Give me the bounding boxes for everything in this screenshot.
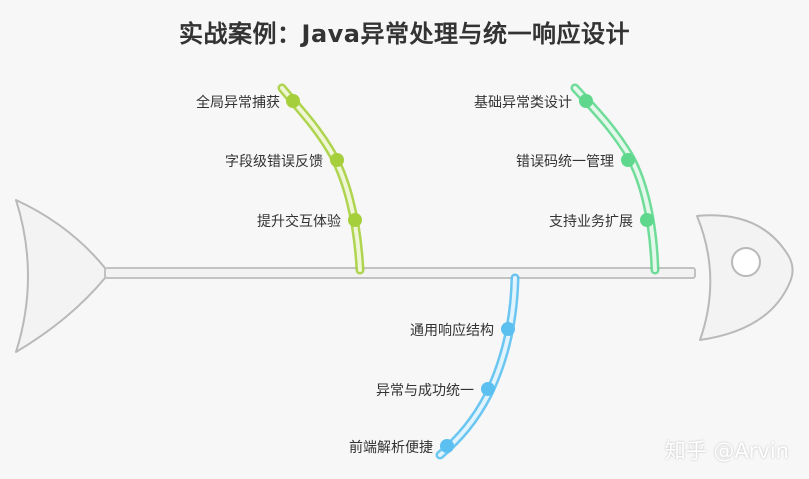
label-design-2: 支持业务扩展 [549,214,633,230]
watermark: 知乎 @Arvin [664,439,789,463]
node-response-1 [481,382,495,396]
branch-response: 通用响应结构 异常与成功统一 前端解析便捷 [349,273,520,460]
node-response-0 [501,322,515,336]
node-ui-2 [348,213,362,227]
node-design-1 [621,153,635,167]
label-response-2: 前端解析便捷 [349,439,433,456]
branch-response-bone [435,273,520,460]
label-ui-1: 字段级错误反馈 [225,154,323,170]
node-design-0 [579,94,593,108]
node-ui-1 [330,153,344,167]
label-ui-0: 全局异常捕获 [196,94,280,111]
branch-ui: 全局异常捕获 字段级错误反馈 提升交互体验 [196,83,365,275]
label-response-0: 通用响应结构 [410,322,494,339]
label-design-0: 基础异常类设计 [474,94,572,111]
branch-design-bone [570,83,660,275]
branch-ui-bone [277,83,365,275]
node-response-2 [440,439,454,453]
fish-head [696,214,794,341]
label-design-1: 错误码统一管理 [516,154,614,170]
label-response-1: 异常与成功统一 [376,383,474,399]
fish-spine [104,267,696,279]
label-ui-2: 提升交互体验 [257,213,341,230]
node-ui-0 [286,94,300,108]
fish-eye [731,247,761,277]
diagram-title: 实战案例：Java异常处理与统一响应设计 [179,20,630,48]
branch-design: 基础异常类设计 错误码统一管理 支持业务扩展 [474,83,660,275]
node-design-2 [640,213,654,227]
fish-tail [15,199,106,353]
